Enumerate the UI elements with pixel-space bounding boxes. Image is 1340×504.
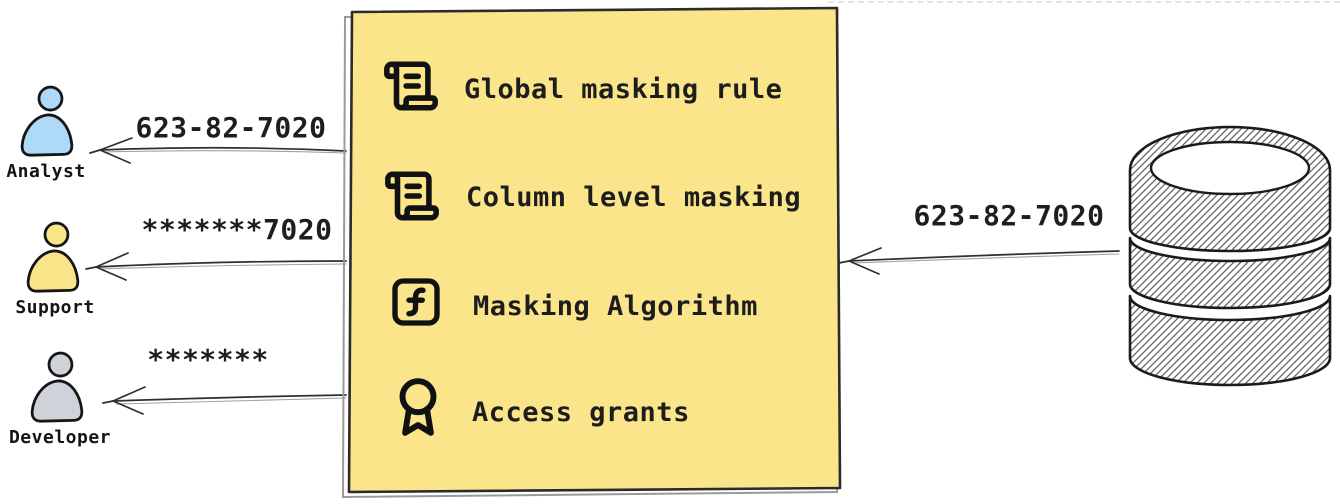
function-square-icon (392, 278, 440, 326)
database-bottom-segment (1128, 294, 1332, 387)
database-icon (1128, 125, 1332, 387)
source-value: 623-82-7020 (913, 199, 1105, 232)
arrow-to-support (85, 252, 347, 281)
support-label: Support (15, 297, 95, 318)
masking-box-item-label: Masking Algorithm (473, 291, 758, 322)
support-person-icon (26, 221, 80, 293)
developer-label: Developer (8, 427, 112, 448)
analyst-head (37, 85, 64, 112)
database-middle-segment (1128, 236, 1332, 310)
developer-head (47, 351, 74, 378)
support-masked-value: *******7020 (141, 213, 333, 246)
developer-person-icon (30, 351, 84, 423)
masking-box-background (347, 6, 842, 494)
analyst-masked-value: 623-82-7020 (135, 111, 327, 144)
analyst-label: Analyst (6, 161, 86, 182)
scroll-text-icon (385, 171, 439, 221)
arrow-database-to-box (838, 247, 1120, 275)
support-body (26, 249, 80, 293)
analyst-body (20, 113, 74, 157)
masking-box-item-label: Column level masking (466, 182, 802, 213)
arrow-to-analyst (89, 137, 347, 164)
developer-body (30, 379, 84, 423)
database-opening (1149, 140, 1311, 196)
masking-box-frame (341, 6, 842, 499)
scroll-text-icon (384, 61, 438, 111)
masking-box-item-label: Access grants (472, 397, 690, 428)
analyst-person-icon (20, 85, 74, 157)
canvas-edge-dashes (828, 1, 1340, 3)
masking-box-item-label: Global masking rule (464, 74, 783, 105)
developer-masked-value: ******* (147, 343, 269, 376)
arrow-to-developer (102, 386, 347, 415)
award-icon (399, 378, 437, 436)
support-head (43, 221, 70, 248)
